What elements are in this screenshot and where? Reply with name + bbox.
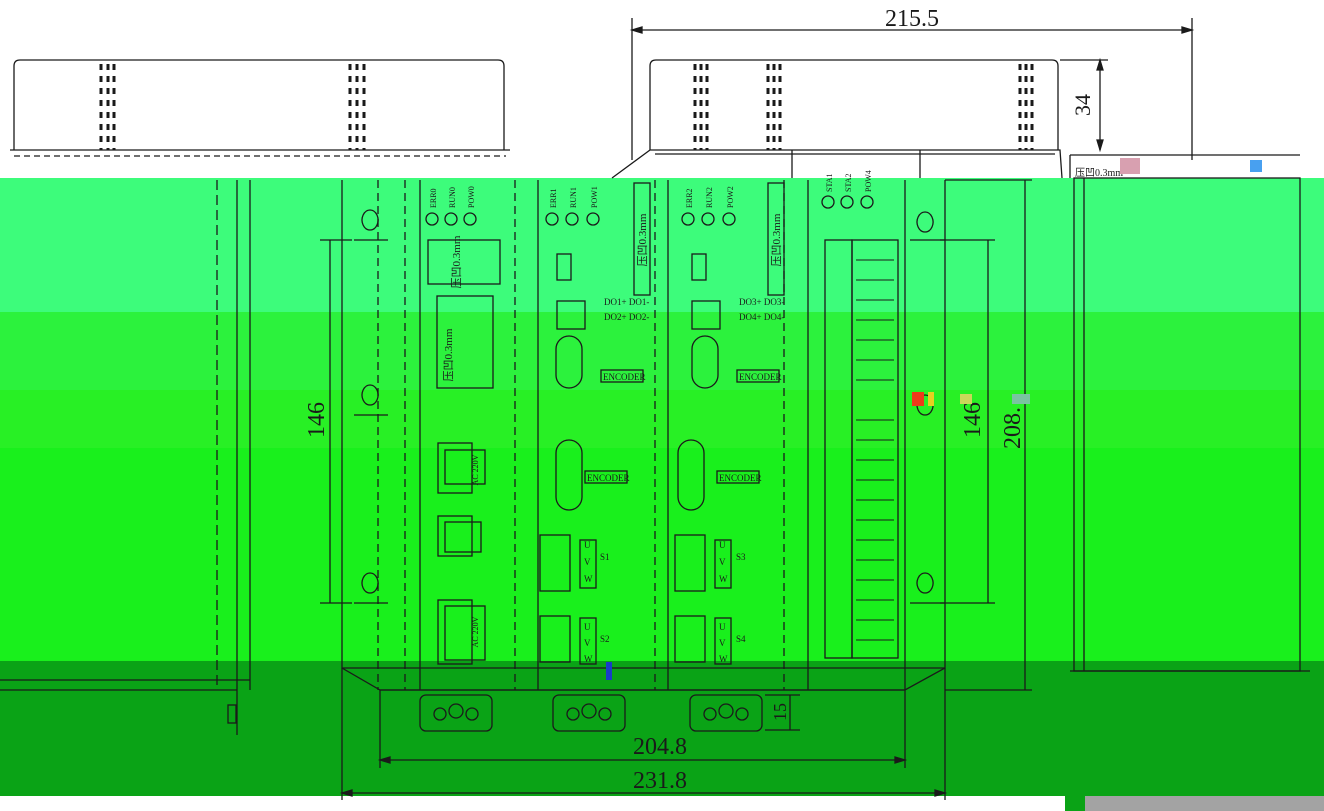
terminal-label: RUN1 bbox=[569, 187, 578, 208]
band-dark-green-corner bbox=[1065, 796, 1085, 811]
do-label: DO3+ DO3- bbox=[739, 297, 784, 307]
uvw-label: W bbox=[584, 654, 593, 664]
side-view-right bbox=[611, 59, 1300, 179]
uvw-label: W bbox=[719, 654, 728, 664]
dim-label-right-height-inner: 146 bbox=[960, 402, 986, 438]
dim-label-bottom-outer: 231.8 bbox=[633, 768, 687, 794]
terminal-label: STA2 bbox=[844, 174, 853, 192]
switch-label: S3 bbox=[736, 552, 746, 562]
dim-label-bottom-inner: 204.8 bbox=[633, 734, 687, 760]
terminal-label: ERR1 bbox=[549, 188, 558, 208]
dim-top-width bbox=[629, 18, 1195, 160]
terminal-label: POW0 bbox=[467, 186, 476, 208]
switch-label: S2 bbox=[600, 634, 610, 644]
encoder-label: ENCODER bbox=[719, 473, 762, 483]
do-label: DO2+ DO2- bbox=[604, 312, 649, 322]
power-label: AC 220V bbox=[471, 616, 480, 647]
uvw-label: V bbox=[719, 557, 726, 567]
dim-side-height bbox=[1060, 57, 1108, 153]
band-upper-bright bbox=[0, 390, 1324, 448]
band-gray-strip bbox=[1085, 796, 1324, 811]
terminal-label: STA1 bbox=[825, 174, 834, 192]
terminal-label: RUN2 bbox=[705, 187, 714, 208]
switch-label: S1 bbox=[600, 552, 610, 562]
terminal-label: POW1 bbox=[590, 186, 599, 208]
encoder-label: ENCODER bbox=[587, 473, 630, 483]
band-mid-green bbox=[0, 312, 1324, 390]
note-vertical-left: 压凹0.3mm bbox=[442, 328, 455, 381]
terminal-label: POW4 bbox=[864, 170, 873, 192]
terminal-label: ERR2 bbox=[685, 188, 694, 208]
note-module2: 压凹0.3mm bbox=[770, 213, 783, 266]
encoder-label: ENCODER bbox=[739, 372, 782, 382]
terminal-label: POW2 bbox=[726, 186, 735, 208]
uvw-label: U bbox=[719, 540, 726, 550]
uvw-label: V bbox=[584, 557, 591, 567]
note-left: 压凹0.3mm bbox=[450, 235, 463, 288]
note-side: 压凹0.3mm bbox=[1075, 167, 1123, 179]
band-dark-green bbox=[0, 661, 1324, 796]
uvw-label: U bbox=[719, 622, 726, 632]
dim-right-heights bbox=[940, 179, 1032, 691]
switch-label: S4 bbox=[736, 634, 746, 644]
dim-label-top-width: 215.5 bbox=[885, 6, 939, 32]
uvw-label: W bbox=[584, 574, 593, 584]
uvw-label: V bbox=[719, 638, 726, 648]
band-bright-green bbox=[0, 448, 1324, 661]
terminal-label: ERR0 bbox=[429, 188, 438, 208]
band-light-green bbox=[0, 178, 1324, 312]
do-label: DO1+ DO1- bbox=[604, 297, 649, 307]
dim-label-bottom-small: 15 bbox=[770, 703, 790, 721]
do-label: DO4+ DO4- bbox=[739, 312, 784, 322]
uvw-label: U bbox=[584, 540, 591, 550]
dim-label-right-height-outer: 208. bbox=[1000, 407, 1026, 449]
side-view-left bbox=[10, 59, 510, 157]
left-narrow-view bbox=[0, 180, 251, 735]
right-side-view bbox=[1070, 177, 1310, 672]
dim-left-height bbox=[320, 239, 352, 604]
uvw-label: W bbox=[719, 574, 728, 584]
color-artifacts bbox=[606, 158, 1262, 680]
encoder-label: ENCODER bbox=[603, 372, 646, 382]
dim-label-left-height: 146 bbox=[304, 402, 330, 438]
terminal-label: RUN0 bbox=[448, 187, 457, 208]
uvw-label: U bbox=[584, 622, 591, 632]
uvw-label: V bbox=[584, 638, 591, 648]
note-module1: 压凹0.3mm bbox=[636, 213, 649, 266]
power-label: AC 220V bbox=[471, 454, 480, 485]
dim-bottom bbox=[339, 668, 948, 800]
front-view bbox=[341, 180, 946, 732]
dim-label-side-height: 34 bbox=[1070, 94, 1095, 116]
